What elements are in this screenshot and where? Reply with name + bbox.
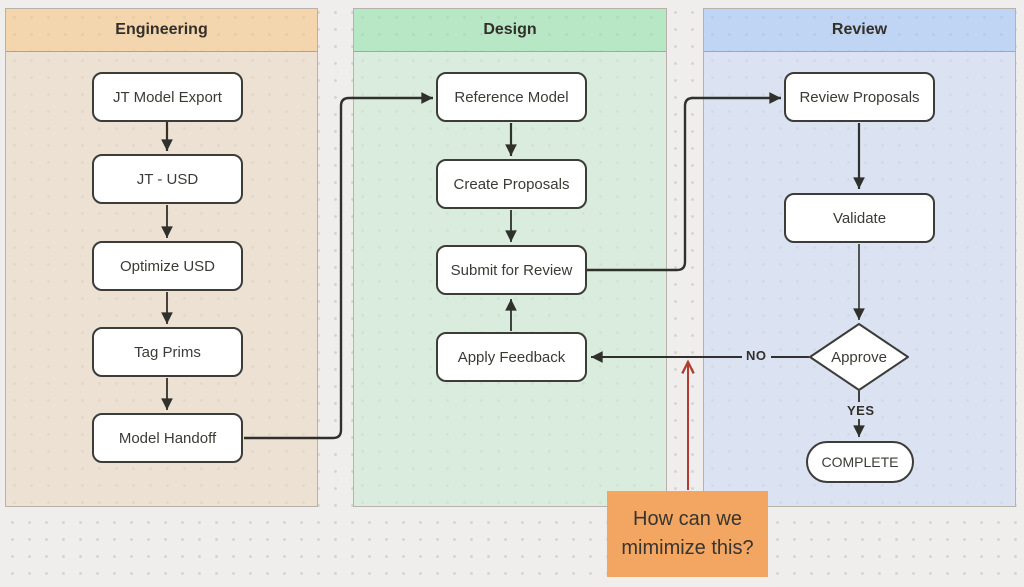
node-optimize-usd[interactable]: Optimize USD	[92, 241, 243, 291]
edge-model-handoff-to-reference-model[interactable]	[244, 92, 433, 440]
swimlane-design-title: Design	[483, 21, 537, 38]
sticky-note-text: How can we mimimize this?	[621, 508, 754, 559]
swimlane-review-title: Review	[831, 21, 888, 38]
node-review-proposals[interactable]: Review Proposals	[784, 72, 935, 122]
node-create-proposals[interactable]: Create Proposals	[436, 159, 587, 209]
edge-label-yes[interactable]: YES	[843, 402, 879, 419]
node-jt-usd[interactable]: JT - USD	[92, 154, 243, 204]
node-tag-prims[interactable]: Tag Prims	[92, 327, 243, 377]
swimlane-design-header[interactable]: Design	[354, 9, 666, 52]
node-validate[interactable]: Validate	[784, 193, 935, 243]
node-apply-feedback[interactable]: Apply Feedback	[436, 332, 587, 382]
swimlane-review-header[interactable]: Review	[704, 9, 1015, 52]
node-submit-for-review[interactable]: Submit for Review	[436, 245, 587, 295]
swimlane-engineering-title: Engineering	[115, 21, 208, 38]
node-complete[interactable]: COMPLETE	[806, 441, 914, 483]
node-approve-diamond-shape[interactable]	[809, 323, 909, 391]
node-jt-model-export[interactable]: JT Model Export	[92, 72, 243, 122]
node-model-handoff[interactable]: Model Handoff	[92, 413, 243, 463]
edge-submit-for-review-to-review-proposals[interactable]	[587, 92, 781, 272]
sticky-note[interactable]: How can we mimimize this?	[607, 491, 768, 577]
edge-label-no[interactable]: NO	[742, 347, 771, 364]
node-reference-model[interactable]: Reference Model	[436, 72, 587, 122]
swimlane-engineering-header[interactable]: Engineering	[6, 9, 317, 52]
node-approve-label[interactable]: Approve	[831, 348, 887, 366]
